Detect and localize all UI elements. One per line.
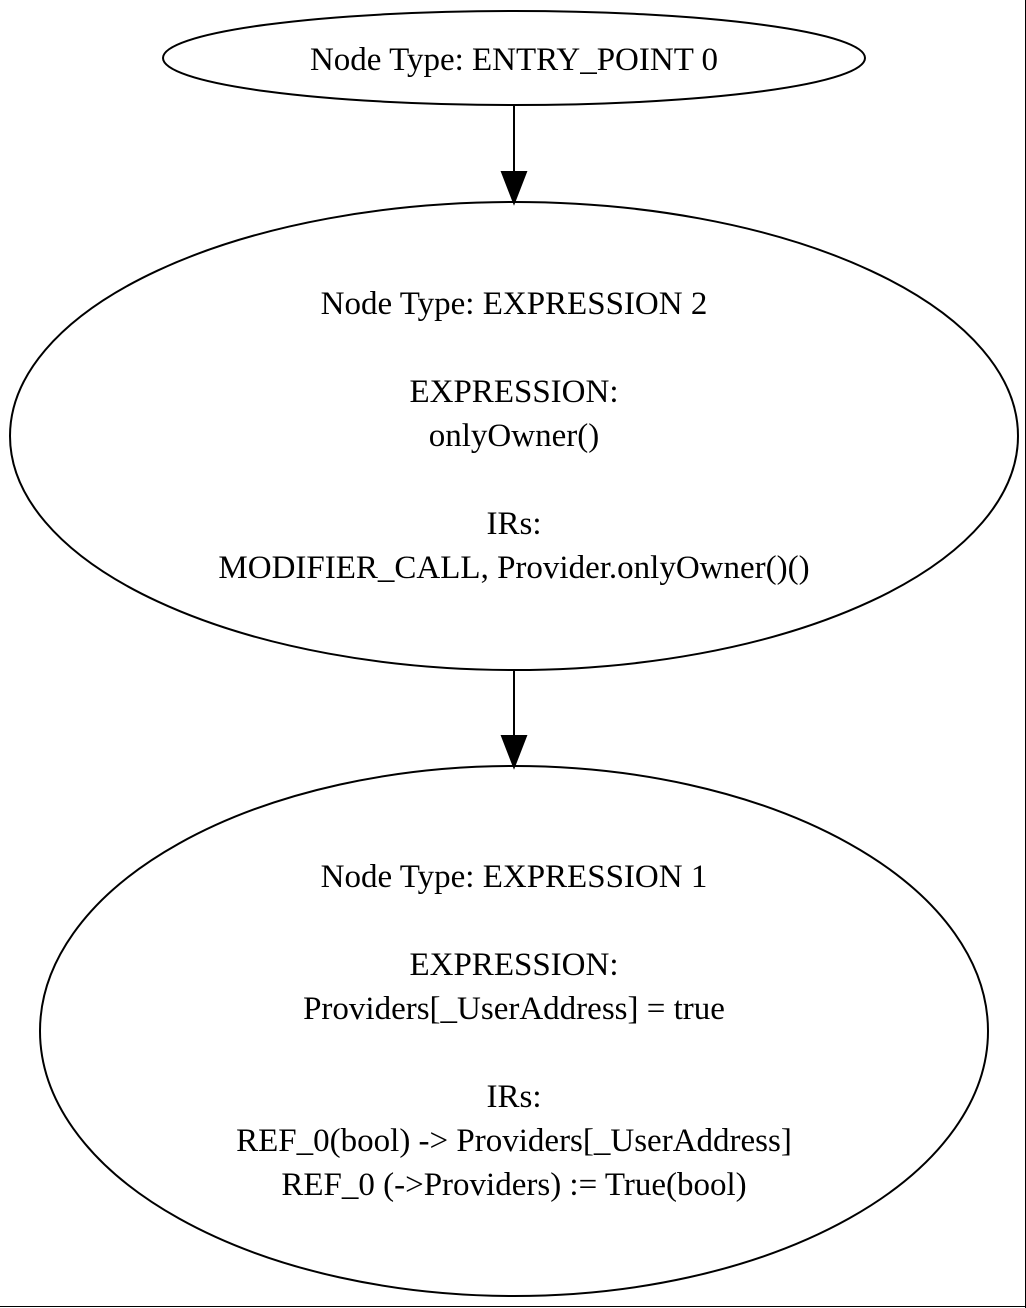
node-expression-text: Providers[_UserAddress] = true: [303, 991, 725, 1027]
node-expression-heading: EXPRESSION:: [409, 947, 618, 983]
arrowhead-icon: [500, 735, 528, 770]
node-ellipse: [162, 10, 866, 106]
node-ellipse: [39, 765, 989, 1297]
node-irs-heading: IRs:: [486, 1079, 541, 1115]
node-ir-line: REF_0(bool) -> Providers[_UserAddress]: [236, 1123, 792, 1159]
node-ir-line: MODIFIER_CALL, Provider.onlyOwner()(): [218, 550, 809, 586]
node-expression-heading: EXPRESSION:: [409, 374, 618, 410]
node-expression-text: onlyOwner(): [429, 418, 599, 454]
node-ellipse: [9, 201, 1019, 671]
node-expression-2: Node Type: EXPRESSION 2 EXPRESSION: only…: [9, 201, 1019, 671]
node-label-line: Node Type: ENTRY_POINT 0: [310, 42, 718, 78]
edge-expression-2-to-expression-1: [500, 669, 528, 770]
node-title: Node Type: EXPRESSION 2: [321, 286, 708, 322]
node-expression-1: Node Type: EXPRESSION 1 EXPRESSION: Prov…: [39, 765, 989, 1297]
node-entry-point-0: Node Type: ENTRY_POINT 0: [162, 10, 866, 106]
edge-entry-to-expression-2: [500, 106, 528, 206]
arrowhead-icon: [500, 171, 528, 206]
node-title: Node Type: EXPRESSION 1: [321, 859, 708, 895]
node-irs-heading: IRs:: [486, 506, 541, 542]
node-ir-line: REF_0 (->Providers) := True(bool): [281, 1167, 746, 1203]
